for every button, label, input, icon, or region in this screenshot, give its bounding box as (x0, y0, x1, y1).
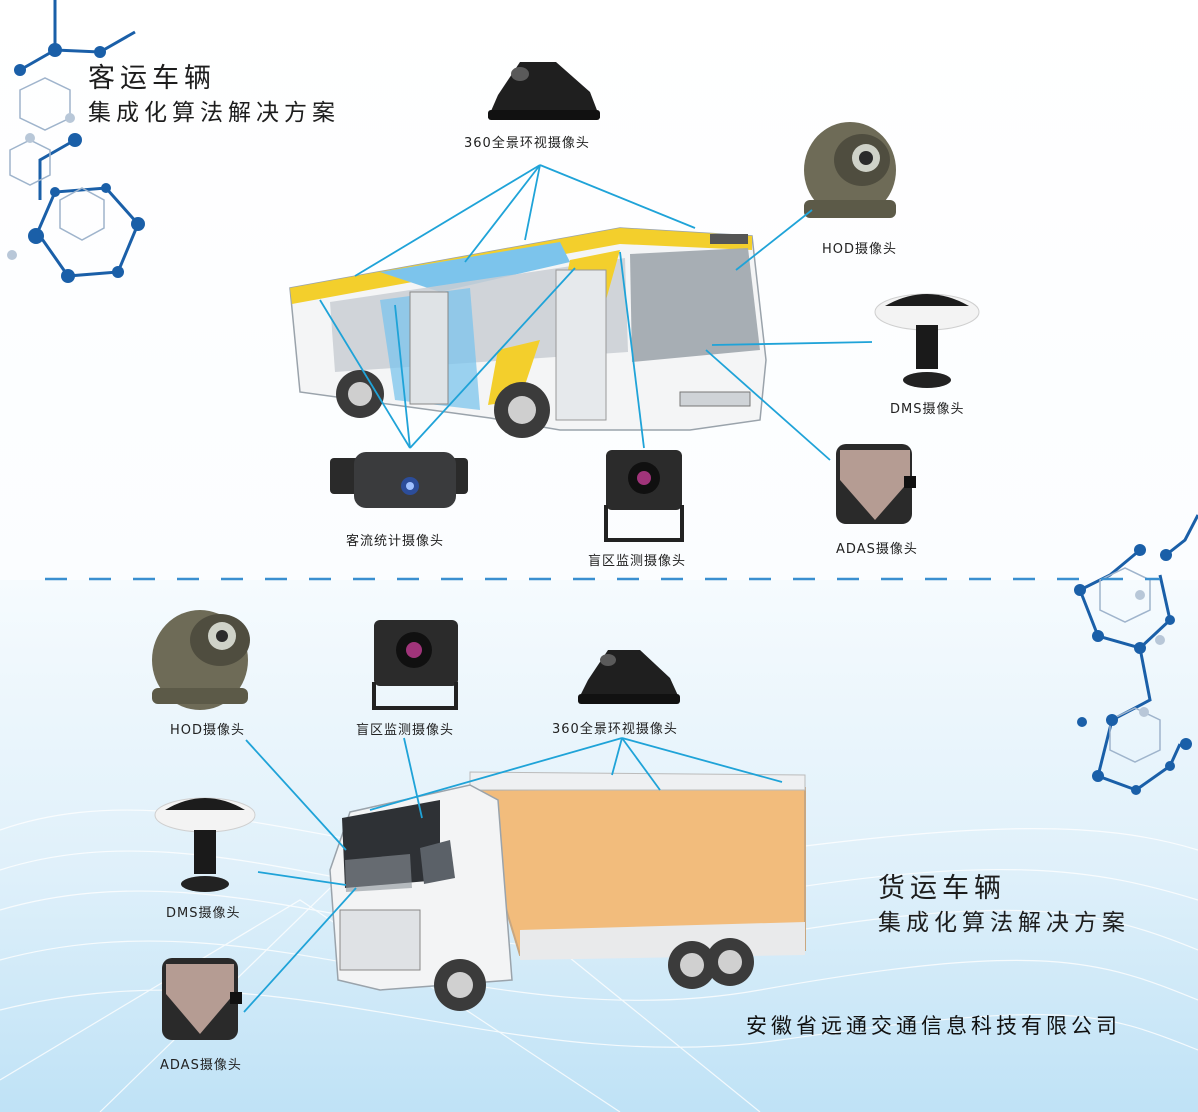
hex-network-right (1074, 514, 1198, 795)
truck-adas-camera (162, 958, 242, 1040)
company-name: 安徽省远通交通信息科技有限公司 (746, 1014, 1121, 1038)
bus-adas-label: ADAS摄像头 (836, 542, 918, 557)
truck-surround-label: 360全景环视摄像头 (552, 722, 678, 737)
truck-surround-camera (578, 650, 680, 704)
truck-blind-spot-label: 盲区监测摄像头 (356, 723, 455, 738)
bus-adas-camera (836, 444, 916, 524)
bus-surround-label: 360全景环视摄像头 (464, 136, 590, 151)
bus-dms-camera (874, 293, 980, 388)
hex-network-top-left (7, 0, 145, 283)
bus-blind-spot-camera (604, 450, 684, 542)
truck-illustration (329, 771, 806, 1011)
bus-illustration (289, 227, 767, 438)
truck-hod-label: HOD摄像头 (170, 723, 246, 738)
bus-surround-camera (488, 62, 600, 120)
truck-hod-camera (152, 610, 250, 710)
passenger-flow-label: 客流统计摄像头 (346, 534, 445, 549)
freight-title: 货运车辆 (878, 873, 1006, 904)
bus-hod-label: HOD摄像头 (822, 242, 898, 257)
truck-blind-spot-camera (372, 620, 458, 710)
bus-blind-spot-label: 盲区监测摄像头 (588, 554, 687, 569)
bus-hod-camera (804, 122, 896, 218)
truck-adas-label: ADAS摄像头 (160, 1058, 242, 1073)
bus-dms-label: DMS摄像头 (890, 402, 965, 417)
connector-lines (243, 164, 873, 1013)
truck-dms-camera (154, 797, 256, 892)
truck-dms-label: DMS摄像头 (166, 906, 241, 921)
passenger-flow-camera (330, 452, 468, 508)
freight-subtitle: 集成化算法解决方案 (878, 910, 1130, 936)
passenger-subtitle: 集成化算法解决方案 (88, 100, 340, 126)
passenger-title: 客运车辆 (88, 63, 216, 94)
